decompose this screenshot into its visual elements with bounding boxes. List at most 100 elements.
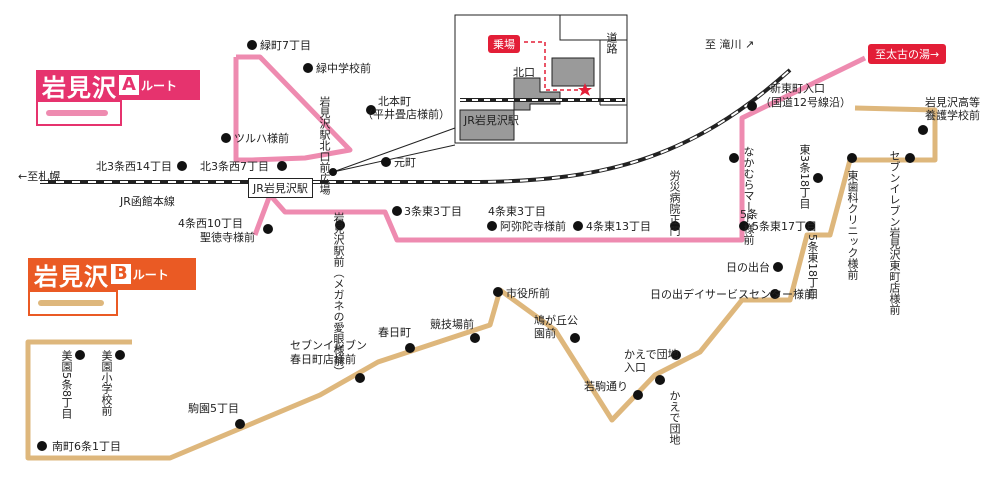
stop-dot — [918, 125, 928, 135]
route-a-legend-line — [46, 110, 108, 116]
stop-dot — [747, 101, 757, 111]
stop-hatogaoka: 鳩が丘公園前 — [534, 314, 578, 340]
stop-kyogijo: 競技場前 — [430, 318, 474, 331]
stop-dot — [905, 153, 915, 163]
stop-gojo-higashi17-a: 5条 — [740, 208, 758, 221]
rail-station: JR岩見沢駅 — [248, 178, 313, 198]
stop-amidaji: 阿弥陀寺様前 — [500, 220, 566, 233]
stop-nakamura: なかむらマート様前 — [742, 146, 755, 245]
stop-seven-higashi: セブンイレブン岩見沢東町店様前 — [888, 150, 901, 315]
stop-dot — [739, 221, 749, 231]
stop-dot — [805, 221, 815, 231]
route-a-title: 岩見沢 A ルート — [36, 70, 200, 102]
stop-dot — [355, 373, 365, 383]
rail-line-dash — [40, 69, 791, 183]
stop-dot — [75, 350, 85, 360]
stop-mizono-es: 美園小学校前 — [100, 350, 113, 416]
route-b-line — [25, 105, 938, 461]
stop-dot — [303, 63, 313, 73]
stop-sanjo-higashi3: 3条東3丁目 — [404, 205, 462, 218]
stop-rosai: 労災病院正門 — [668, 170, 681, 236]
stop-dot — [235, 419, 245, 429]
rail-line-name: JR函館本線 — [120, 195, 175, 208]
stop-kaede-iriguchi: かえで団地入口 — [624, 348, 679, 374]
stop-gojo-higashi17: 5条東17丁目 — [752, 220, 817, 233]
stop-dot — [263, 224, 273, 234]
stop-dot — [847, 153, 857, 163]
stop-wakakoma: 若駒通り — [584, 380, 628, 393]
stop-yonjo-higashi3: 4条東3丁目 — [488, 205, 546, 218]
stop-nishi10: 4条西10丁目 — [178, 217, 243, 230]
stop-dot — [247, 40, 257, 50]
stop-dot — [729, 153, 739, 163]
stop-hinode: 日の出台 — [726, 261, 770, 274]
stop-higashi18-3: 東3条18丁目 — [798, 144, 811, 209]
stop-kita3nishi7: 北3条西7丁目 — [200, 160, 269, 173]
stop-kaede-danchi: かえで団地 — [668, 390, 681, 445]
stop-yonjo-higashi13: 4条東13丁目 — [586, 220, 651, 233]
stop-kitahonmachi: 北本町 — [378, 95, 411, 108]
stop-dot — [493, 287, 503, 297]
stop-megane: 岩見沢駅前（メガネの愛眼様前） — [332, 212, 345, 377]
stop-dot — [381, 157, 391, 167]
route-a-letter: A — [119, 75, 139, 95]
stop-koko: 岩見沢高等養護学校前 — [925, 96, 980, 122]
stop-seven-kasuga-sub: 春日町店様前 — [290, 353, 356, 366]
inset-road: 道路 — [605, 32, 618, 54]
route-b-title: 岩見沢 B ルート — [28, 258, 196, 291]
stop-kasugacho: 春日町 — [378, 326, 411, 339]
stop-dot — [329, 168, 337, 176]
stop-shintomi: 新東町入口 — [770, 82, 825, 95]
route-b-suffix: ルート — [132, 267, 169, 282]
stop-dot — [655, 375, 665, 385]
stop-dot — [770, 289, 780, 299]
stop-dot — [670, 221, 680, 231]
stop-ekimae-north: 岩見沢駅北口前広場 — [318, 96, 331, 195]
route-a-name: 岩見沢 — [42, 73, 117, 102]
stop-dot — [277, 161, 287, 171]
stop-dot — [405, 343, 415, 353]
stop-shiyakusho: 市役所前 — [506, 287, 550, 300]
stop-dot — [470, 333, 480, 343]
direction-sapporo: ←至札幌 — [18, 170, 61, 183]
stop-dot — [633, 390, 643, 400]
route-b-name: 岩見沢 — [34, 262, 109, 291]
stop-dot — [570, 333, 580, 343]
stop-midori-jh: 緑中学校前 — [316, 62, 371, 75]
stop-dot — [671, 350, 681, 360]
stop-dot — [335, 220, 345, 230]
direction-futoko: 至太古の湯→ — [868, 44, 947, 64]
stop-dot — [221, 133, 231, 143]
route-a-stops — [177, 40, 757, 234]
stop-dot — [487, 221, 497, 231]
inset-boarding: 乗場 — [488, 35, 520, 53]
stop-seven-kasuga: セブンイレブン — [290, 339, 367, 352]
stop-tsuruha: ツルハ様前 — [234, 132, 289, 145]
stop-kitahonmachi-sub: （平井畳店様前） — [362, 108, 450, 121]
route-b-letter: B — [111, 264, 131, 284]
route-b-stops — [37, 125, 928, 451]
stop-midorimachi7: 緑町7丁目 — [260, 39, 311, 52]
stop-shintomi-sub: （国道12号線沿） — [760, 96, 851, 109]
stop-dot — [366, 105, 376, 115]
stop-mizono8: 美園5条8丁目 — [60, 350, 73, 419]
stop-hinode-day: 日の出デイサービスセンター様前 — [650, 288, 815, 301]
stop-gojo-higashi18: 5条東18丁目 — [806, 234, 819, 299]
stop-komazono: 駒園5丁目 — [188, 402, 239, 415]
stop-minamicho: 南町6条1丁目 — [52, 440, 121, 453]
route-a-line — [233, 54, 353, 163]
stop-dot — [115, 350, 125, 360]
stop-motomachi: 元町 — [394, 156, 416, 169]
stop-seitokuji: 聖徳寺様前 — [200, 231, 255, 244]
inset-station: JR岩見沢駅 — [464, 114, 519, 127]
stop-dot — [37, 441, 47, 451]
stop-dot — [392, 206, 402, 216]
stop-dot — [813, 173, 823, 183]
stop-kita3nishi14: 北3条西14丁目 — [96, 160, 172, 173]
station-inset — [454, 14, 628, 144]
direction-takikawa: 至 滝川 ↗ — [705, 38, 755, 51]
stop-dot — [573, 221, 583, 231]
stop-dot — [177, 161, 187, 171]
stop-shika: 東歯科クリニック様前 — [846, 170, 859, 280]
